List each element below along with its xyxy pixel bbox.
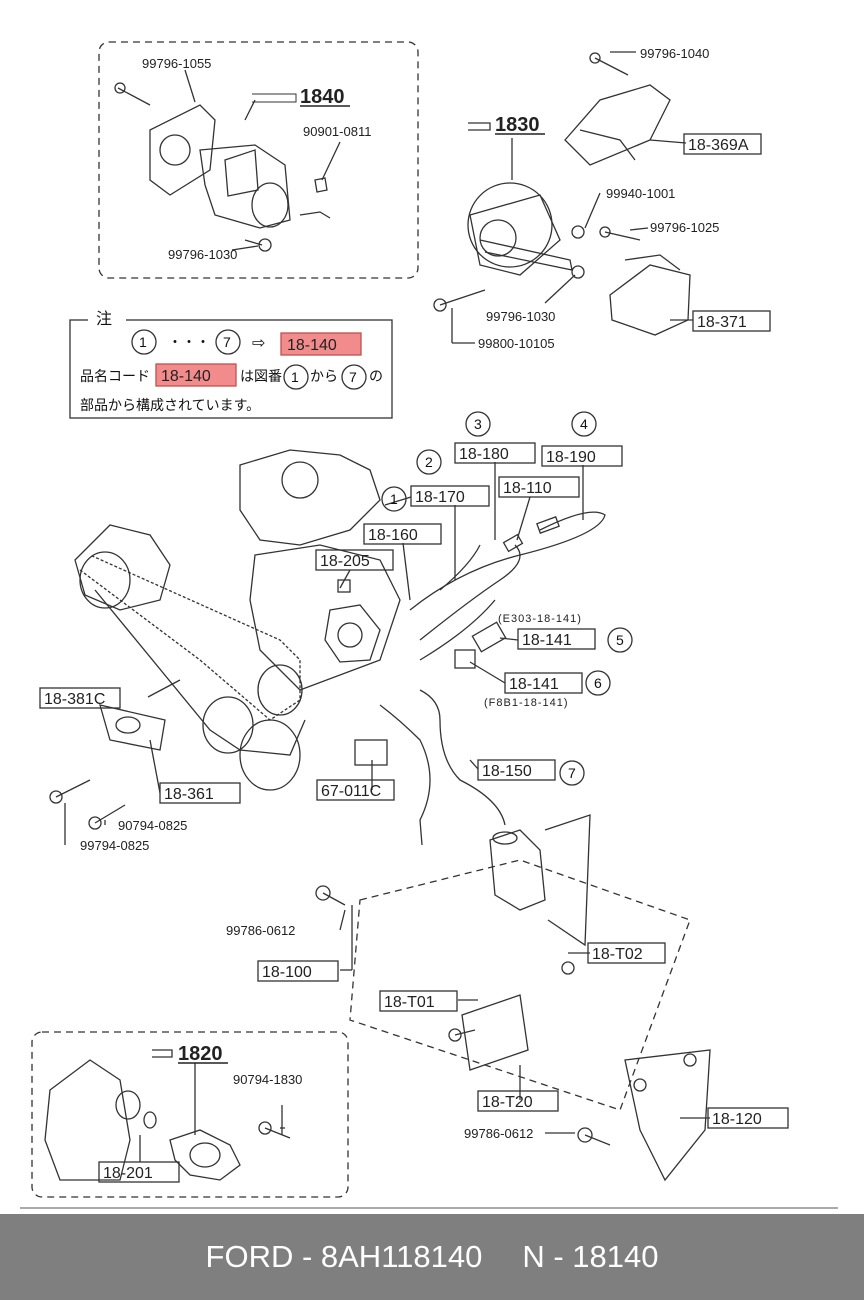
distributor-drawing [44, 1059, 291, 1181]
part-18-141-b: 18-141 [509, 676, 559, 693]
footer-group-number: N - 18140 [522, 1239, 659, 1274]
note-range-from: 1 [139, 334, 147, 350]
label-frame-18-t20 [477, 1090, 559, 1112]
part-18-180: 18-180 [459, 446, 509, 463]
label-frame-18-141b [504, 672, 583, 694]
label-frame-18-190 [541, 445, 623, 467]
note-line2-code: 18-140 [161, 368, 211, 385]
label-frame-18-100 [257, 960, 339, 982]
parts-diagram: 99796-1055 1840 90901-0811 99796-1030 99… [20, 41, 838, 1209]
label-frame-18-369a [683, 133, 762, 155]
note-arrow: ⇨ [252, 335, 265, 352]
part-18-t02: 18-T02 [592, 946, 643, 963]
note-dots: ・・・ [168, 334, 210, 350]
ref-1840: 1840 [300, 86, 345, 108]
ref-1820: 1820 [178, 1043, 223, 1065]
label-frame-18-t01 [379, 990, 458, 1012]
part-18-381c: 18-381C [44, 691, 105, 708]
part-90901-0811: 90901-0811 [303, 124, 371, 139]
num-5: 5 [616, 632, 624, 648]
note-part-code: 18-140 [287, 337, 337, 354]
note-line2-kara: から [310, 368, 338, 384]
note-line3: 部品から構成されています。 [80, 397, 260, 413]
part-18-205: 18-205 [320, 553, 370, 570]
part-18-120: 18-120 [712, 1111, 762, 1128]
part-18-170: 18-170 [415, 489, 465, 506]
ht-leads [337, 511, 606, 846]
part-18-361: 18-361 [164, 786, 214, 803]
note-line2-no: の [369, 368, 383, 384]
label-frame-18-180 [454, 442, 536, 464]
label-frame-18-361 [159, 782, 241, 804]
part-99786-0612-b: 99786-0612 [464, 1126, 533, 1141]
part-99796-1030-b: 99796-1030 [486, 309, 555, 324]
note-highlight-1 [280, 332, 362, 356]
label-frame-18-t02 [587, 942, 666, 964]
part-18-141-a: 18-141 [522, 632, 572, 649]
alternator-drawing [433, 52, 691, 336]
note-frame [69, 319, 393, 419]
part-18-110: 18-110 [503, 480, 552, 497]
inset-distributor-frame [31, 1031, 349, 1198]
label-frame-18-371 [692, 310, 771, 332]
part-67-011c: 67-011C [321, 783, 381, 800]
part-18-t01: 18-T01 [384, 994, 435, 1011]
note-title: 注 [96, 310, 112, 328]
part-18-371: 18-371 [697, 314, 747, 331]
part-f8b1-note: (F8B1-18-141) [484, 697, 569, 709]
inset-starter-frame [98, 41, 419, 279]
num-1: 1 [390, 491, 398, 507]
part-99796-1040: 99796-1040 [640, 46, 709, 61]
footer-part-number: FORD - 8AH118140 [205, 1239, 483, 1274]
part-99796-1025: 99796-1025 [650, 220, 719, 235]
note-line2-to: 7 [349, 369, 357, 385]
part-99800-10105: 99800-10105 [478, 336, 555, 351]
part-99794-0825: 99794-0825 [80, 838, 149, 853]
ref-1830: 1830 [495, 114, 540, 136]
num-7: 7 [568, 765, 576, 781]
part-18-160: 18-160 [368, 527, 418, 544]
footer-bar: FORD - 8AH118140 N - 18140 [0, 1214, 864, 1300]
label-frame-18-160 [363, 523, 442, 545]
label-frame-18-120 [707, 1107, 789, 1129]
label-frame-18-201 [98, 1161, 180, 1183]
part-e303-note: (E303-18-141) [498, 613, 582, 625]
part-18-t20: 18-T20 [482, 1094, 533, 1111]
part-18-201: 18-201 [103, 1165, 153, 1182]
part-18-369a: 18-369A [688, 137, 749, 154]
part-18-150: 18-150 [482, 763, 532, 780]
coil-drawing [315, 814, 711, 1182]
label-frame-18-205 [315, 549, 394, 571]
note-line2-from: 1 [291, 369, 299, 385]
label-frame-67-011c [316, 779, 395, 801]
part-90794-1830: 90794-1830 [233, 1072, 302, 1087]
label-frame-18-141a [517, 628, 596, 650]
part-99796-1055: 99796-1055 [142, 56, 211, 71]
starter-motor-drawing [114, 82, 331, 252]
num-6: 6 [594, 675, 602, 691]
label-frame-18-170 [410, 485, 490, 507]
diagram-svg: 99796-1055 1840 90901-0811 99796-1030 99… [20, 41, 838, 1209]
part-99796-1030-a: 99796-1030 [168, 247, 237, 262]
part-99786-0612-a: 99786-0612 [226, 923, 295, 938]
note-line2-prefix: 品名コード [80, 368, 150, 384]
num-2: 2 [425, 454, 433, 470]
part-18-100: 18-100 [262, 964, 312, 981]
note-range-to: 7 [223, 334, 231, 350]
part-90794-0825: 90794-0825 [118, 818, 187, 833]
label-frame-18-110 [498, 476, 580, 498]
label-frame-18-381c [39, 687, 121, 709]
engine-drawing [49, 449, 401, 830]
label-frame-18-150 [477, 759, 556, 781]
part-18-190: 18-190 [546, 449, 596, 466]
num-3: 3 [474, 416, 482, 432]
note-highlight-2 [155, 363, 237, 387]
part-99940-1001: 99940-1001 [606, 186, 675, 201]
num-4: 4 [580, 416, 588, 432]
note-line2-mid: は図番 [240, 368, 282, 384]
